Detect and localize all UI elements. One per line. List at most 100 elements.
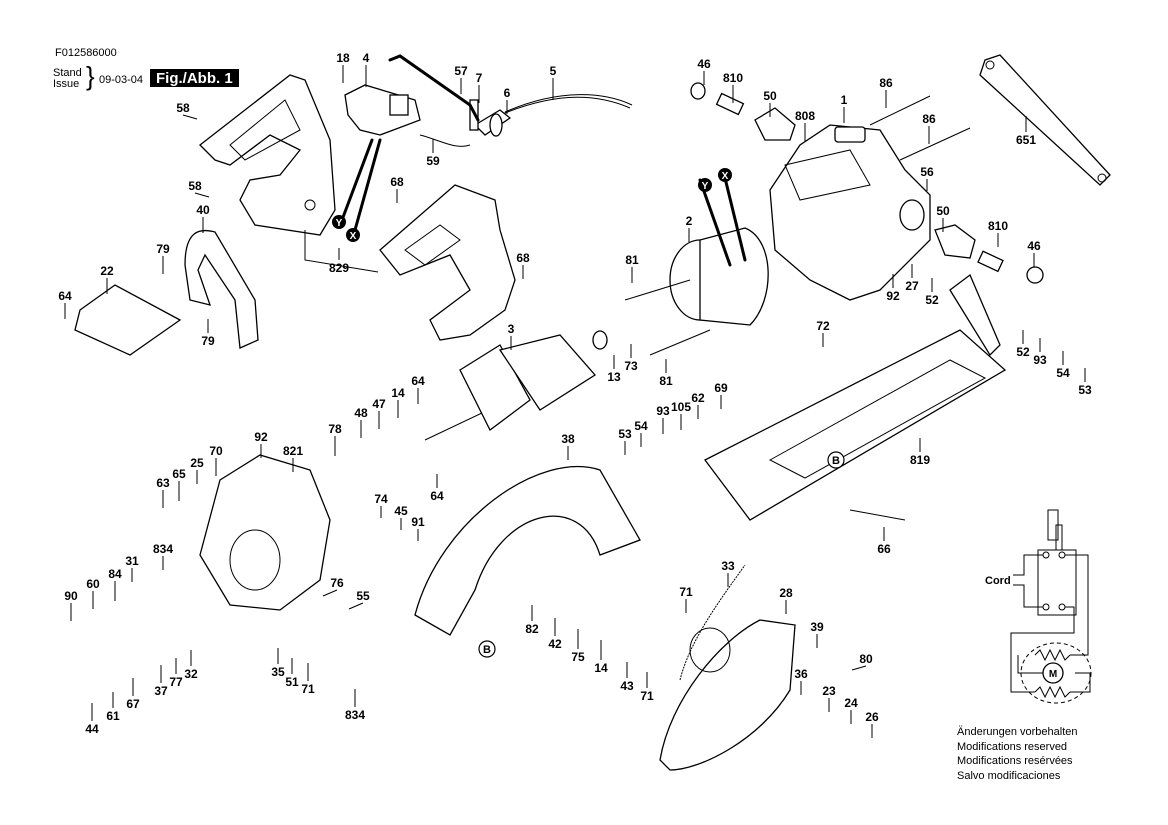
part-label-45: 45 (394, 504, 408, 518)
part-label-27: 27 (905, 279, 919, 293)
depth-bracket (949, 273, 1001, 357)
part-label-52: 52 (1016, 345, 1030, 359)
handle-half-right (379, 184, 516, 341)
part-label-66: 66 (877, 542, 891, 556)
part-label-39: 39 (810, 620, 824, 634)
part-label-1: 1 (841, 93, 848, 107)
part-label-40: 40 (196, 203, 210, 217)
part-label-834: 834 (345, 708, 365, 722)
part-label-92: 92 (886, 289, 900, 303)
part-label-821: 821 (283, 444, 303, 458)
part-label-36: 36 (794, 667, 808, 681)
part-label-13: 13 (607, 370, 621, 384)
part-label-26: 26 (865, 710, 879, 724)
part-label-819: 819 (910, 453, 930, 467)
part-label-18: 18 (336, 51, 350, 65)
armature (424, 330, 608, 441)
power-cord (469, 94, 633, 137)
part-label-33: 33 (721, 559, 735, 573)
issue-date: 09-03-04 (99, 74, 144, 86)
marker-y-stator: Y (698, 178, 712, 192)
screw-81-top (624, 279, 691, 301)
leader-line (348, 602, 364, 610)
cord-label: Cord (985, 575, 1011, 587)
part-label-68: 68 (516, 251, 530, 265)
base-plate (704, 329, 1007, 521)
part-label-5: 5 (550, 64, 557, 78)
marker-x-stator: X (718, 168, 732, 182)
leader-line (851, 665, 867, 671)
part-label-92: 92 (254, 430, 268, 444)
part-label-61: 61 (106, 709, 120, 723)
part-label-54: 54 (1056, 366, 1070, 380)
part-label-90: 90 (64, 589, 78, 603)
part-label-23: 23 (822, 684, 836, 698)
note-de: Änderungen vorbehalten (957, 726, 1078, 738)
part-label-50: 50 (763, 89, 777, 103)
part-label-7: 7 (476, 71, 483, 85)
part-label-37: 37 (154, 684, 168, 698)
part-label-74: 74 (374, 492, 388, 506)
part-label-64: 64 (58, 289, 72, 303)
part-label-58: 58 (176, 101, 190, 115)
part-label-93: 93 (1033, 353, 1047, 367)
part-label-55: 55 (356, 589, 370, 603)
marker-b-base: B (827, 451, 845, 469)
marker-b-text: B (832, 455, 840, 467)
cover-plate (74, 284, 182, 356)
part-label-86: 86 (879, 76, 893, 90)
leader-line (182, 114, 198, 120)
part-label-48: 48 (354, 406, 368, 420)
brush-holder-right (934, 224, 1044, 284)
part-label-86: 86 (922, 112, 936, 126)
part-label-35: 35 (271, 665, 285, 679)
field-stator (669, 176, 769, 326)
part-label-24: 24 (844, 696, 858, 710)
marker-y-top: Y (332, 215, 346, 229)
part-label-81: 81 (625, 253, 639, 267)
part-label-808: 808 (795, 109, 815, 123)
marker-x-top: X (346, 228, 360, 242)
stand-label: Stand (53, 67, 82, 79)
part-label-105: 105 (671, 400, 691, 414)
brace-glyph: } (86, 61, 95, 91)
leader-line (322, 589, 338, 597)
bracket-829 (304, 230, 379, 273)
part-label-4: 4 (363, 51, 370, 65)
part-label-93: 93 (656, 404, 670, 418)
modification-notes: Änderungen vorbehalten Modifications res… (957, 725, 1077, 783)
note-es: Salvo modificaciones (957, 769, 1061, 782)
marker-x-text: X (722, 171, 729, 182)
return-spring (679, 564, 746, 681)
part-label-2: 2 (686, 214, 693, 228)
part-label-54: 54 (634, 419, 648, 433)
part-label-52: 52 (925, 293, 939, 307)
part-label-71: 71 (679, 585, 693, 599)
part-label-22: 22 (100, 264, 114, 278)
part-label-14: 14 (594, 661, 608, 675)
part-label-76: 76 (330, 576, 344, 590)
part-label-28: 28 (779, 586, 793, 600)
part-label-60: 60 (86, 577, 100, 591)
upper-blade-guard (414, 465, 641, 636)
part-label-651: 651 (1016, 133, 1036, 147)
part-label-50: 50 (936, 204, 950, 218)
part-label-68: 68 (390, 175, 404, 189)
part-label-56: 56 (920, 165, 934, 179)
part-label-57: 57 (454, 64, 468, 78)
part-label-78: 78 (328, 422, 342, 436)
part-label-69: 69 (714, 381, 728, 395)
part-label-58: 58 (188, 179, 202, 193)
part-label-73: 73 (624, 359, 638, 373)
part-label-32: 32 (184, 667, 198, 681)
part-label-84: 84 (108, 567, 122, 581)
lower-blade-guard (659, 619, 796, 771)
part-label-46: 46 (697, 57, 711, 71)
part-label-63: 63 (156, 476, 170, 490)
part-label-829: 829 (329, 261, 349, 275)
issue-label: Issue (53, 78, 80, 90)
marker-y-text: Y (336, 218, 343, 229)
part-label-64: 64 (430, 489, 444, 503)
